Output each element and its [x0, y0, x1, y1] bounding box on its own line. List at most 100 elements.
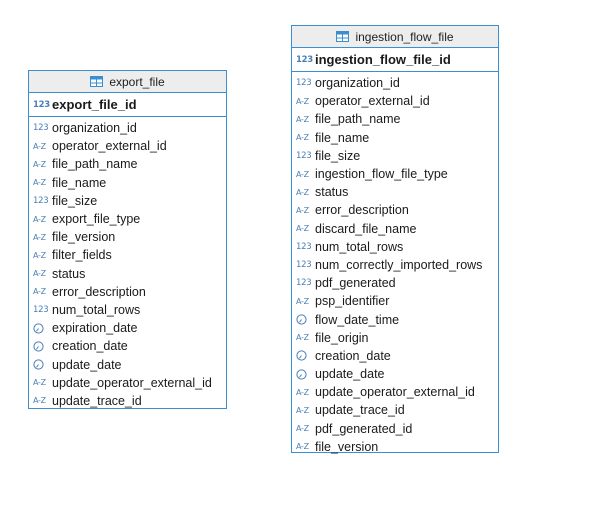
column-row[interactable]: A-Z export_file_type [29, 210, 226, 228]
column-row[interactable]: creation_date [29, 337, 226, 355]
column-name: pdf_generated_id [315, 421, 413, 436]
column-row[interactable]: A-Z status [292, 183, 498, 201]
column-name: file_origin [315, 330, 369, 345]
datetime-type-icon [296, 314, 314, 325]
column-row[interactable]: expiration_date [29, 319, 226, 337]
number-type-icon: 123 [296, 259, 312, 270]
column-row[interactable]: A-Z error_description [29, 283, 226, 301]
text-type-icon: A-Z [33, 269, 46, 279]
column-name: update_trace_id [315, 403, 405, 418]
column-row[interactable]: A-Z status [29, 265, 226, 283]
text-type-icon: A-Z [33, 214, 46, 224]
column-name: discard_file_name [315, 221, 417, 236]
column-row[interactable]: A-Z filter_fields [29, 246, 226, 264]
column-name: update_trace_id [52, 393, 142, 408]
number-type-icon: 123 [296, 241, 312, 252]
table-title: export_file [109, 74, 165, 89]
column-name: update_operator_external_id [52, 375, 212, 390]
table-icon [90, 76, 104, 87]
column-name: status [315, 185, 349, 200]
datetime-type-icon [296, 350, 314, 361]
column-row[interactable]: update_date [292, 365, 498, 383]
primary-key-row[interactable]: 123 ingestion_flow_file_id [292, 48, 498, 72]
number-type-icon: 123 [296, 150, 312, 161]
text-type-icon: A-Z [296, 114, 309, 124]
datetime-type-icon [33, 359, 51, 370]
column-row[interactable]: flow_date_time [292, 310, 498, 328]
column-name: file_size [315, 148, 361, 163]
column-name: file_size [52, 193, 98, 208]
column-name: export_file_type [52, 212, 141, 227]
column-name: update_date [315, 367, 385, 382]
column-name: expiration_date [52, 321, 138, 336]
column-name: update_operator_external_id [315, 385, 475, 400]
text-type-icon: A-Z [33, 159, 46, 169]
text-type-icon: A-Z [296, 96, 309, 106]
column-name: export_file_id [52, 97, 137, 112]
text-type-icon: A-Z [33, 287, 46, 297]
datetime-type-icon [296, 369, 314, 380]
text-type-icon: A-Z [33, 141, 46, 151]
column-name: filter_fields [52, 248, 112, 263]
table-header[interactable]: export_file [29, 71, 226, 93]
column-name: status [52, 266, 86, 281]
text-type-icon: A-Z [296, 187, 309, 197]
column-name: file_version [315, 439, 379, 454]
column-name: update_date [52, 357, 122, 372]
number-type-icon: 123 [296, 278, 312, 289]
column-name: operator_external_id [52, 139, 167, 154]
column-row[interactable]: A-Z file_path_name [29, 155, 226, 173]
column-name: num_total_rows [315, 239, 404, 254]
column-row[interactable]: creation_date [292, 347, 498, 365]
column-row[interactable]: update_date [29, 355, 226, 373]
number-type-icon: 123 [33, 99, 50, 110]
column-row[interactable]: A-Z update_operator_external_id [29, 374, 226, 392]
column-row[interactable]: A-Z file_version [29, 228, 226, 246]
column-name: organization_id [315, 76, 400, 91]
text-type-icon: A-Z [33, 250, 46, 260]
column-row[interactable]: A-Z operator_external_id [29, 137, 226, 155]
text-type-icon: A-Z [296, 169, 309, 179]
column-name: file_name [52, 175, 107, 190]
column-name: creation_date [315, 348, 391, 363]
text-type-icon: A-Z [33, 396, 46, 406]
number-type-icon: 123 [296, 54, 313, 65]
column-row[interactable]: A-Z update_trace_id [29, 392, 226, 410]
column-name: flow_date_time [315, 312, 400, 327]
text-type-icon: A-Z [296, 133, 309, 143]
column-name: num_correctly_imported_rows [315, 257, 483, 272]
column-name: error_description [52, 284, 146, 299]
column-name: pdf_generated [315, 276, 396, 291]
text-type-icon: A-Z [33, 232, 46, 242]
column-name: file_version [52, 230, 116, 245]
table-ingestion-flow-file[interactable]: ingestion_flow_file 123 ingestion_flow_f… [291, 25, 499, 456]
table-header[interactable]: ingestion_flow_file [292, 26, 498, 48]
column-name: file_path_name [52, 157, 138, 172]
text-type-icon: A-Z [33, 378, 46, 388]
column-name: psp_identifier [315, 294, 390, 309]
primary-key-row[interactable]: 123 export_file_id [29, 93, 226, 117]
